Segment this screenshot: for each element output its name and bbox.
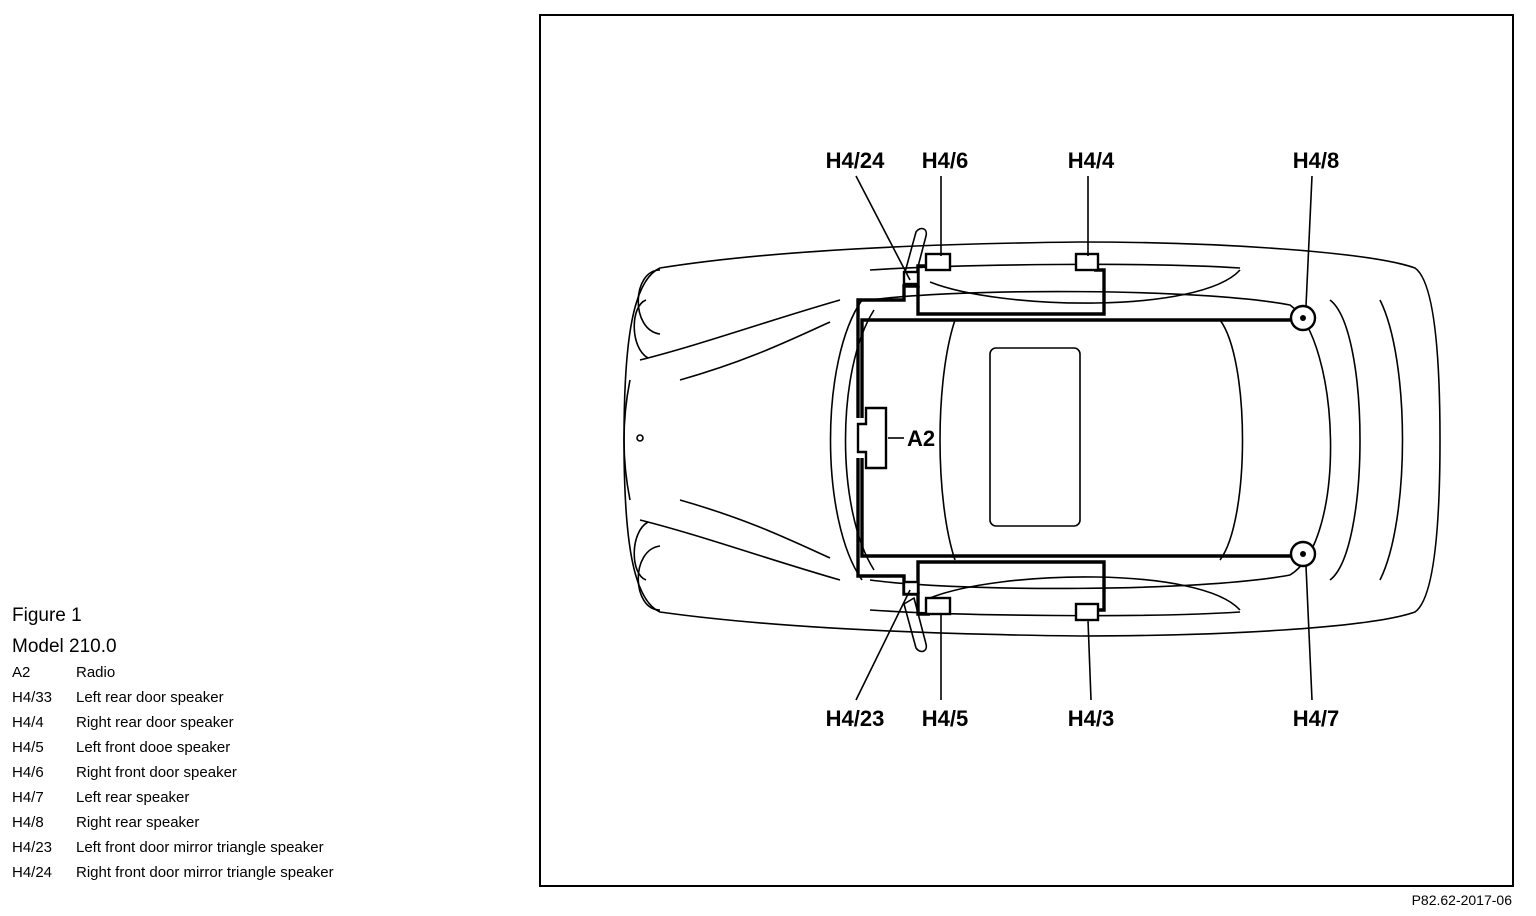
legend-desc: Left rear speaker [76, 789, 190, 806]
label-h4-8: H4/8 [1293, 148, 1339, 173]
legend-code: H4/6 [12, 764, 44, 781]
label-h4-5: H4/5 [922, 706, 968, 731]
hood-crease-left [679, 321, 831, 381]
grille-line [623, 379, 631, 501]
legend-code: H4/23 [12, 839, 53, 856]
leader-h4-24 [855, 175, 911, 281]
label-h4-23: H4/23 [826, 706, 885, 731]
legend-item: H4/6 Right front door speaker [12, 760, 237, 785]
legend-item: A2 Radio [12, 660, 117, 685]
figure-model: Model 210.0 [12, 636, 117, 657]
speaker-h4-6 [924, 252, 952, 272]
rear-deck [1329, 299, 1361, 581]
hood-line-right [639, 519, 841, 581]
figure-title: Figure 1 [12, 605, 82, 626]
speaker-h4-4 [1074, 252, 1100, 272]
headlight-left-inner [633, 299, 649, 359]
legend-item: H4/33 Left rear door speaker [12, 685, 224, 710]
label-h4-7: H4/7 [1293, 706, 1339, 731]
legend-code: H4/24 [12, 864, 53, 881]
speaker-h4-3 [1074, 602, 1100, 622]
diagram-frame [539, 14, 1514, 887]
harness-top-rear [916, 268, 1106, 316]
leader-h4-23 [855, 589, 911, 701]
label-h4-4: H4/4 [1068, 148, 1115, 173]
radio-a2-box [856, 406, 888, 470]
headlight-right [637, 545, 661, 611]
mirror-top [903, 227, 928, 283]
legend-item: H4/24 Right front door mirror triangle s… [12, 860, 334, 885]
hood-line-left [639, 299, 841, 361]
legend: Figure 1 Model 210.0 A2 Radio H4/33 Left… [12, 602, 334, 885]
hood-crease-right [679, 499, 831, 559]
label-h4-24: H4/24 [826, 148, 885, 173]
label-a2: A2 [907, 426, 935, 451]
harness-top-front [856, 264, 930, 418]
legend-code: H4/8 [12, 814, 44, 831]
front-pillar [939, 319, 956, 561]
speaker-h4-5 [924, 596, 952, 616]
speaker-h4-23 [902, 580, 920, 596]
label-h4-6: H4/6 [922, 148, 968, 173]
legend-desc: Left front door mirror triangle speaker [76, 839, 324, 856]
door-line-top [869, 263, 1241, 271]
rear-window [1219, 319, 1244, 561]
legend-desc: Radio [76, 664, 116, 681]
door-line-bottom [869, 609, 1241, 617]
mirror-bottom [903, 597, 928, 653]
leader-h4-8 [1305, 175, 1313, 307]
car-body-outline [623, 241, 1441, 637]
legend-desc: Right rear door speaker [76, 714, 234, 731]
reference-code: P82.62-2017-06 [1411, 892, 1512, 908]
legend-code: H4/33 [12, 689, 53, 706]
label-h4-3: H4/3 [1068, 706, 1114, 731]
legend-item: H4/4 Right rear door speaker [12, 710, 234, 735]
car-wiring-diagram: H4/24 H4/6 H4/4 H4/8 A2 H4/23 H4/5 H4/3 … [623, 148, 1441, 731]
speaker-h4-7-center [1300, 551, 1306, 557]
headlight-left [637, 269, 661, 335]
harness-main-loop [860, 318, 1300, 558]
sunroof [989, 347, 1081, 527]
legend-item: H4/7 Left rear speaker [12, 785, 189, 810]
harness-bottom-rear [916, 560, 1106, 612]
legend-code: A2 [12, 664, 31, 681]
legend-desc: Right front door mirror triangle speaker [76, 864, 334, 881]
legend-desc: Right front door speaker [76, 764, 237, 781]
legend-item: H4/23 Left front door mirror triangle sp… [12, 835, 324, 860]
windshield [829, 299, 863, 581]
roof-outline [869, 290, 1332, 590]
legend-code: H4/5 [12, 739, 44, 756]
legend-item: H4/5 Left front dooe speaker [12, 735, 230, 760]
legend-desc: Left rear door speaker [76, 689, 224, 706]
speaker-h4-8-center [1300, 315, 1306, 321]
legend-desc: Left front dooe speaker [76, 739, 231, 756]
door-shape-top [929, 269, 1241, 304]
headlight-right-inner [633, 521, 649, 581]
emblem [636, 434, 644, 442]
door-shape-bottom [929, 576, 1241, 611]
legend-code: H4/7 [12, 789, 44, 806]
leader-h4-7 [1305, 565, 1313, 701]
leader-h4-3 [1087, 619, 1092, 701]
legend-item: H4/8 Right rear speaker [12, 810, 199, 835]
trunk-line [1379, 299, 1404, 581]
legend-desc: Right rear speaker [76, 814, 200, 831]
legend-code: H4/4 [12, 714, 44, 731]
